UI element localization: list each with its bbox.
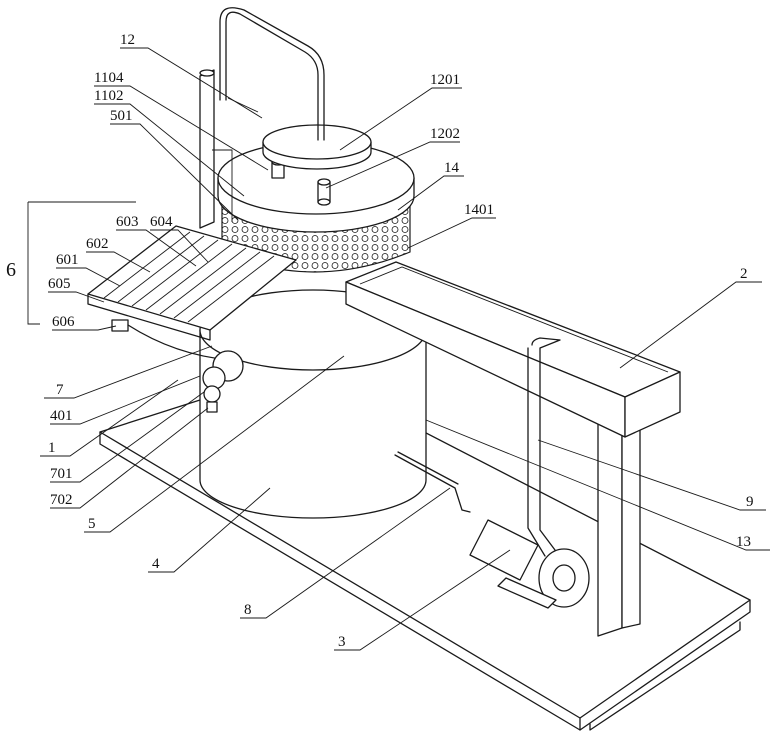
- label-8: 8: [244, 602, 252, 618]
- label-1401: 1401: [464, 202, 494, 218]
- label-605: 605: [48, 276, 71, 292]
- label-701: 701: [50, 466, 73, 482]
- label-401: 401: [50, 408, 73, 424]
- label-603: 603: [116, 214, 139, 230]
- label-2: 2: [740, 266, 748, 282]
- label-601: 601: [56, 252, 79, 268]
- label-6: 6: [6, 259, 16, 281]
- label-1202: 1202: [430, 126, 460, 142]
- label-12: 12: [120, 32, 135, 48]
- support-column: [598, 412, 640, 636]
- label-7: 7: [56, 382, 64, 398]
- label-9: 9: [746, 494, 754, 510]
- label-1: 1: [48, 440, 56, 456]
- label-4: 4: [152, 556, 160, 572]
- label-606: 606: [52, 314, 75, 330]
- label-1104: 1104: [94, 70, 124, 86]
- label-702: 702: [50, 492, 73, 508]
- label-5: 5: [88, 516, 96, 532]
- label-602: 602: [86, 236, 109, 252]
- label-1201: 1201: [430, 72, 460, 88]
- label-14: 14: [444, 160, 460, 176]
- label-13: 13: [736, 534, 751, 550]
- top-disc: [263, 125, 371, 169]
- label-1102: 1102: [94, 88, 123, 104]
- label-604: 604: [150, 214, 173, 230]
- label-3: 3: [338, 634, 346, 650]
- label-501: 501: [110, 108, 133, 124]
